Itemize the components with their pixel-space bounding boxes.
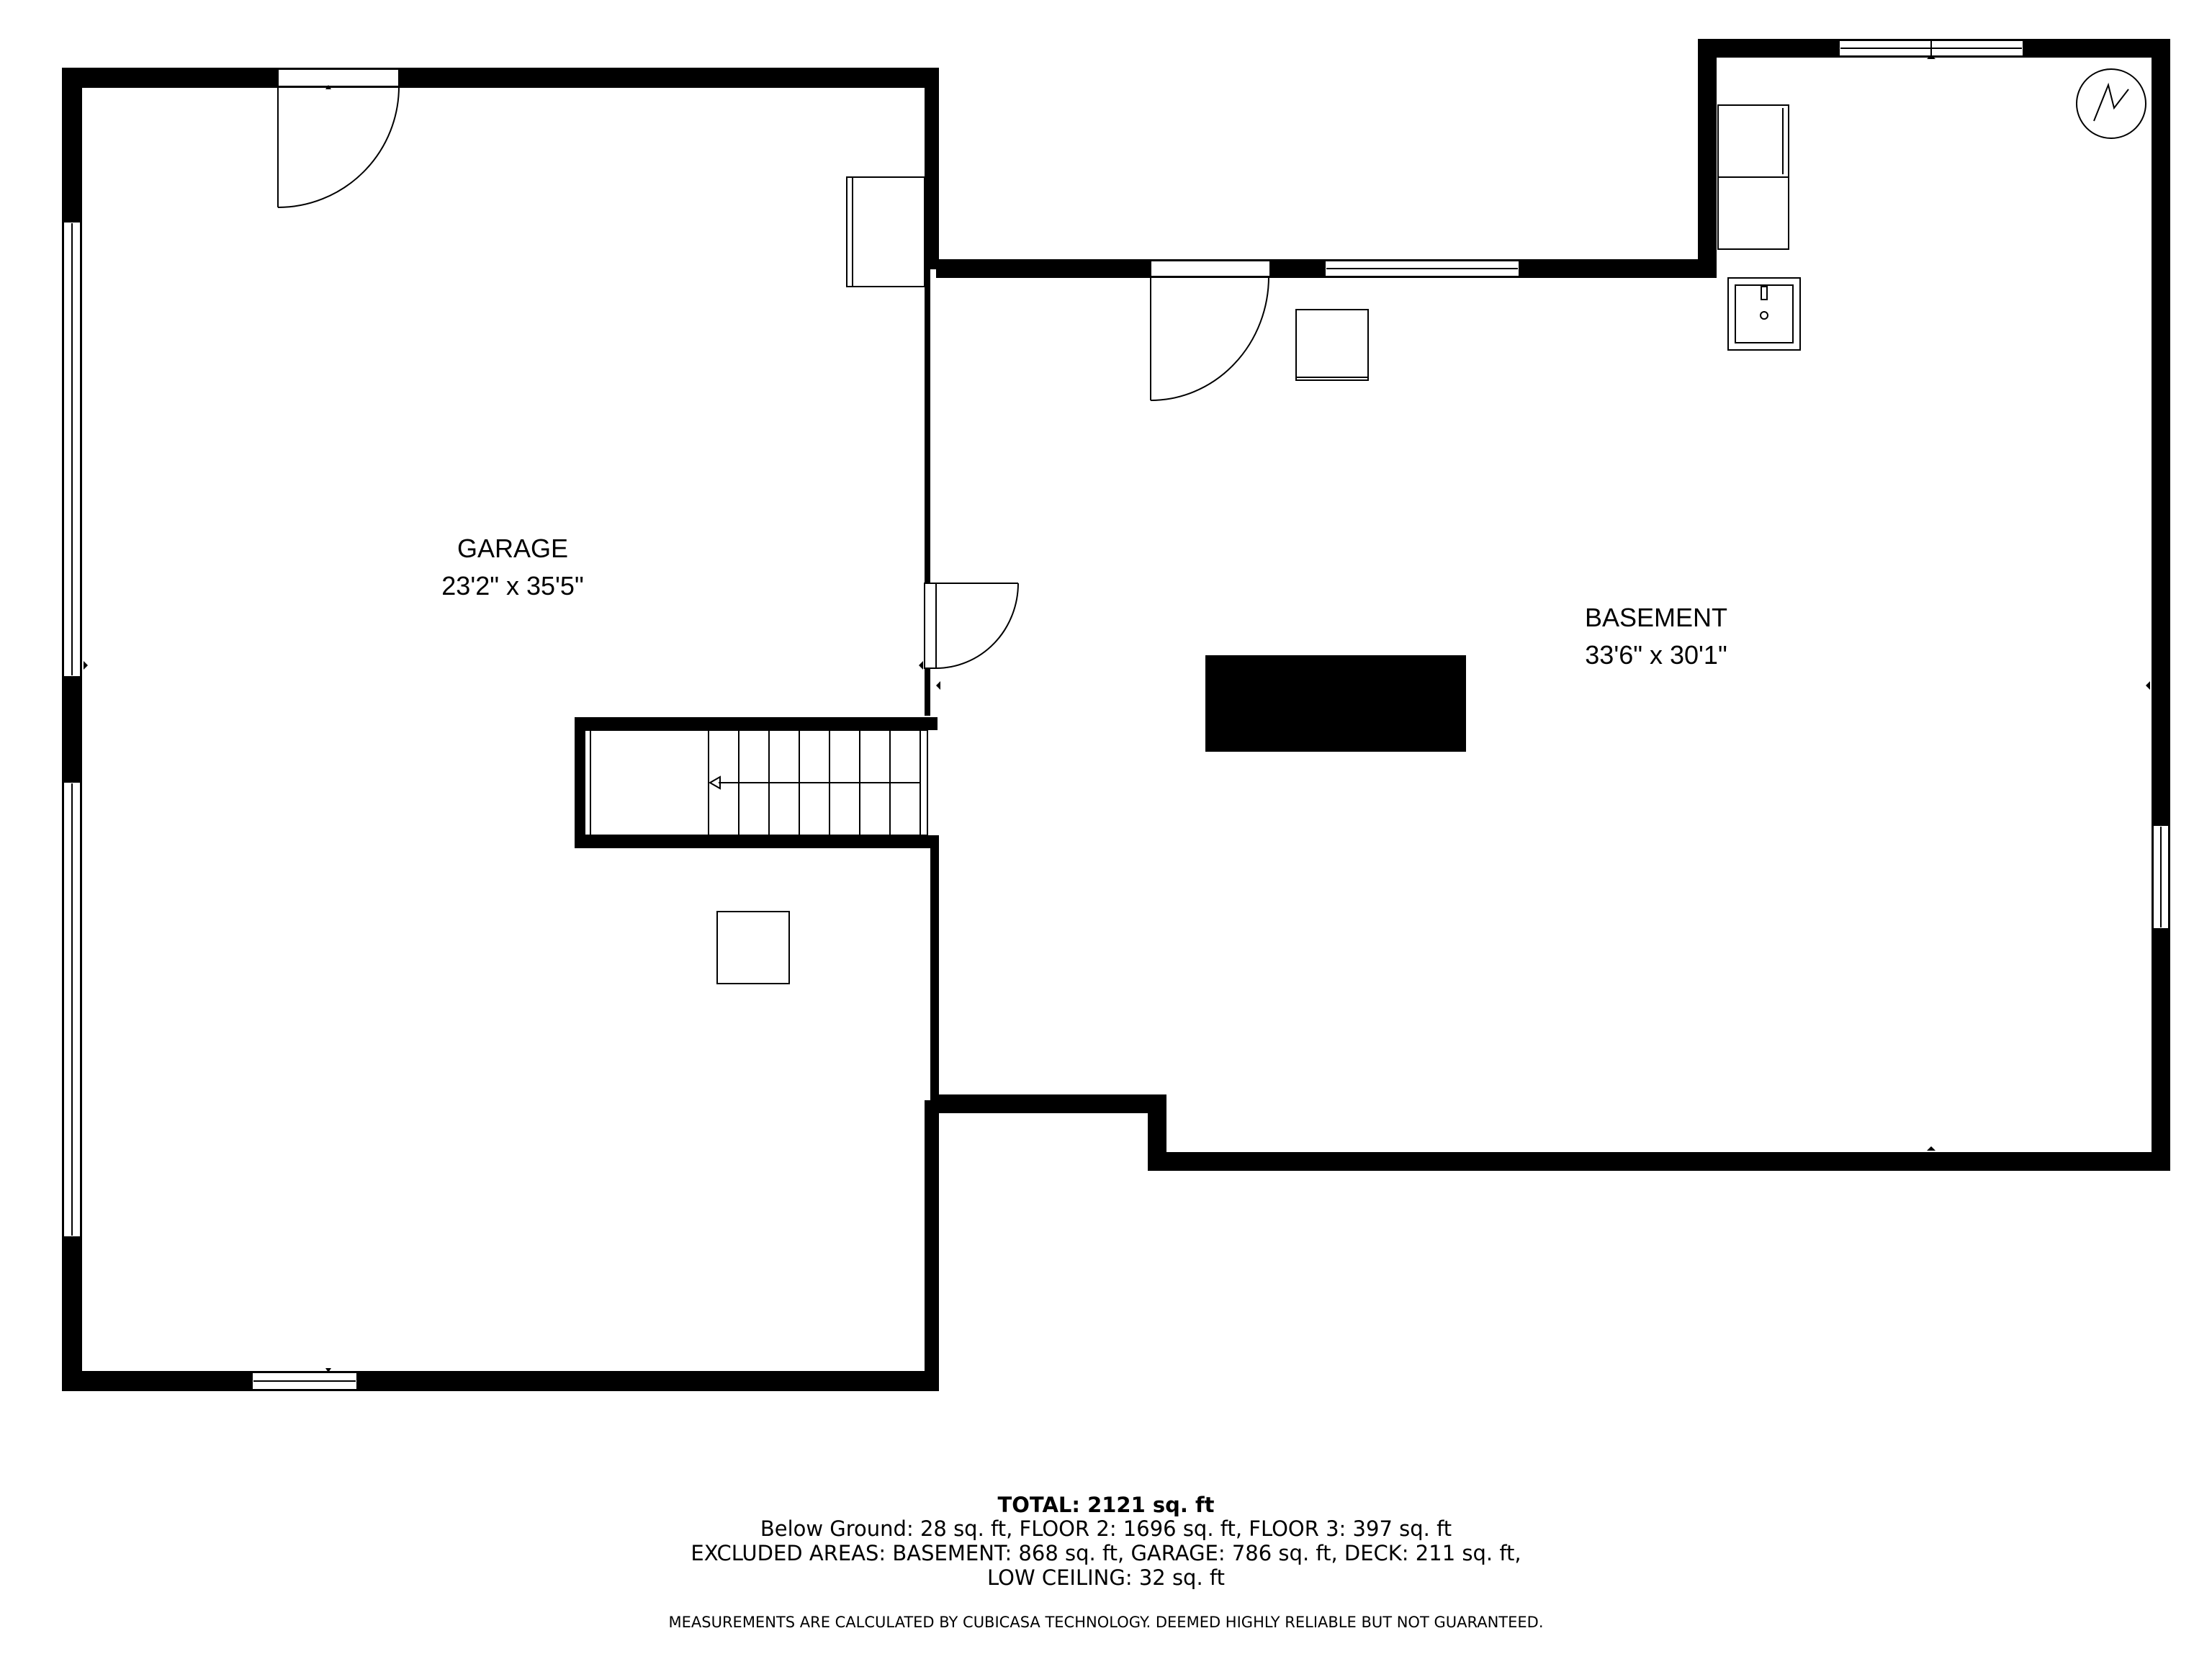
garage-dimensions: 23'2" x 35'5": [441, 571, 583, 601]
garage-left-window-lower: [63, 781, 81, 1238]
water-heater-icon: [2076, 68, 2146, 139]
basement-dimensions: 33'6" x 30'1": [1585, 640, 1727, 670]
measurement-disclaimer: MEASUREMENTS ARE CALCULATED BY CUBICASA …: [668, 1614, 1544, 1631]
basement-top-window-mid: [1324, 260, 1520, 277]
basement-top-window-right: [1838, 40, 2024, 57]
garage-left-window-upper: [63, 221, 81, 678]
garage-storage-box: [716, 911, 790, 984]
basement-top-door: [1150, 260, 1271, 401]
floor-areas: Below Ground: 28 sq. ft, FLOOR 2: 1696 s…: [760, 1516, 1452, 1541]
measurement-markers: [84, 55, 2150, 1372]
sink-icon: [1727, 277, 1801, 351]
garage-cabinet: [846, 176, 925, 287]
basement-storage-box: [1295, 309, 1369, 381]
basement-center-block: [1205, 655, 1466, 752]
dryer-icon: [1717, 176, 1789, 250]
garage-bottom-window: [251, 1372, 358, 1390]
stairs-icon: [584, 729, 928, 836]
garage-top-door: [277, 68, 400, 208]
basement-right-window: [2152, 824, 2170, 930]
stairwell-walls: [575, 717, 938, 848]
garage-name: GARAGE: [457, 534, 568, 563]
washer-icon: [1717, 104, 1789, 178]
excluded-areas: EXCLUDED AREAS: BASEMENT: 868 sq. ft, GA…: [691, 1541, 1521, 1565]
basement-walls: [930, 39, 2170, 1171]
garage-basement-door: [924, 583, 1019, 669]
low-ceiling-area: LOW CEILING: 32 sq. ft: [987, 1565, 1225, 1590]
total-area: TOTAL: 2121 sq. ft: [997, 1493, 1215, 1517]
basement-name: BASEMENT: [1585, 603, 1727, 632]
